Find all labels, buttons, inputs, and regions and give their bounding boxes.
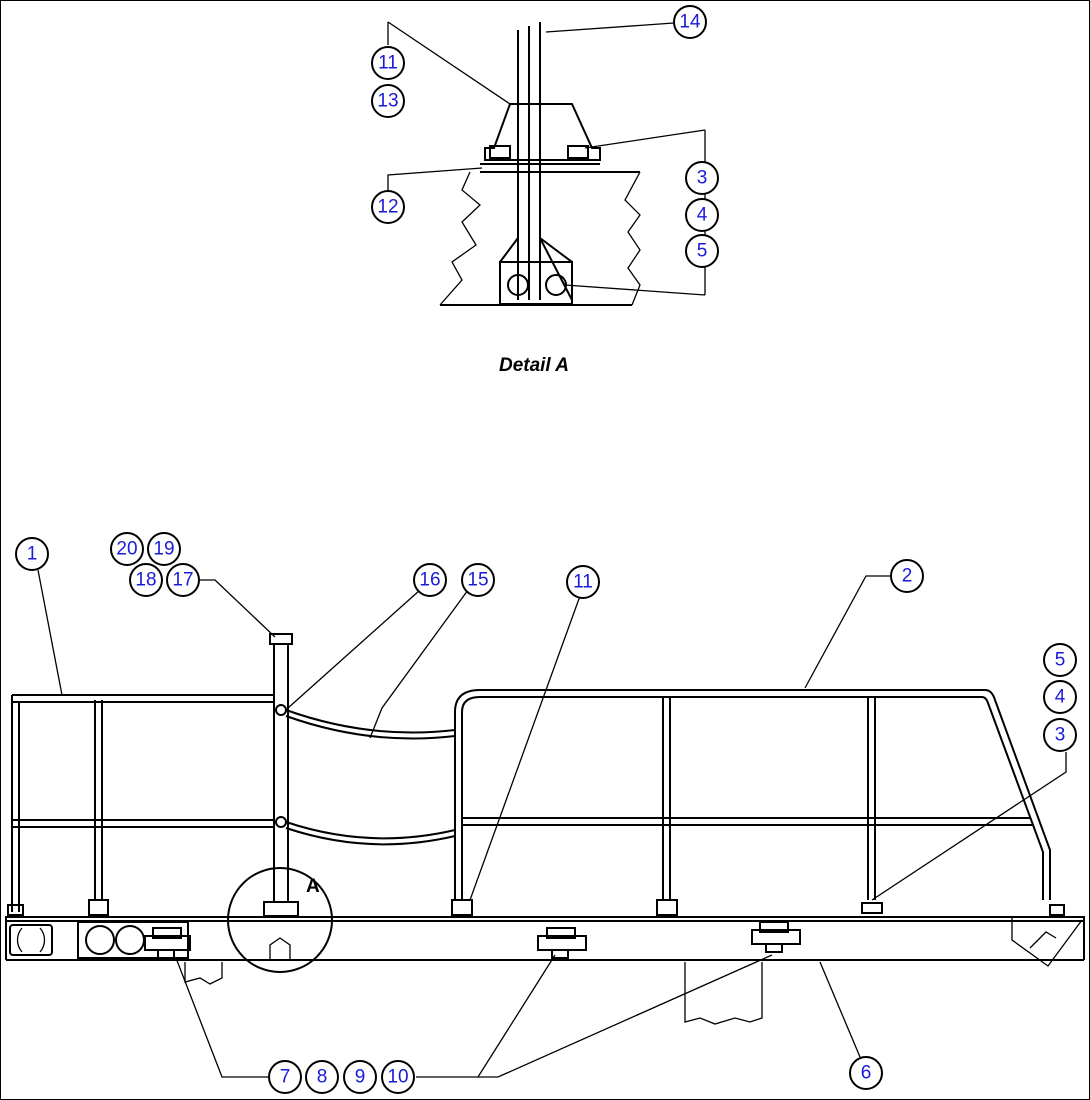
detail-a-view xyxy=(439,22,641,306)
callout-17: 17 xyxy=(166,563,200,597)
callout-4-main: 4 xyxy=(1043,680,1077,714)
callout-3-detail: 3 xyxy=(685,161,719,195)
svg-text:6: 6 xyxy=(861,1063,872,1084)
svg-text:1: 1 xyxy=(27,544,38,565)
svg-text:17: 17 xyxy=(172,570,193,591)
clamp-bolt-left xyxy=(144,927,191,959)
callout-13: 13 xyxy=(371,84,405,118)
callout-9: 9 xyxy=(343,1060,377,1094)
left-handrail xyxy=(7,694,275,916)
callout-11-main: 11 xyxy=(566,565,600,599)
callout-6: 6 xyxy=(849,1056,883,1090)
callout-5-detail: 5 xyxy=(685,234,719,268)
svg-text:5: 5 xyxy=(697,241,708,262)
svg-text:18: 18 xyxy=(135,570,156,591)
callout-4-detail: 4 xyxy=(685,198,719,232)
detail-a-circle xyxy=(227,867,333,973)
callout-8: 8 xyxy=(305,1060,339,1094)
svg-text:3: 3 xyxy=(1055,725,1066,746)
detail-a-marker: A xyxy=(306,876,320,897)
callout-19: 19 xyxy=(147,532,181,566)
svg-text:8: 8 xyxy=(317,1067,328,1088)
svg-text:10: 10 xyxy=(387,1067,408,1088)
svg-text:12: 12 xyxy=(377,197,398,218)
callout-7: 7 xyxy=(268,1060,302,1094)
right-handrail xyxy=(451,689,1065,916)
svg-text:4: 4 xyxy=(1055,687,1066,708)
svg-text:9: 9 xyxy=(355,1067,366,1088)
svg-text:11: 11 xyxy=(573,572,593,593)
svg-text:3: 3 xyxy=(697,168,708,189)
callout-20: 20 xyxy=(110,532,144,566)
svg-text:11: 11 xyxy=(378,53,398,74)
svg-text:19: 19 xyxy=(153,539,174,560)
callout-14: 14 xyxy=(673,5,707,39)
clamp-bolt-right xyxy=(751,921,801,953)
callout-2: 2 xyxy=(890,559,924,593)
main-assembly: A xyxy=(5,633,1085,1025)
callout-16: 16 xyxy=(413,563,447,597)
svg-text:7: 7 xyxy=(280,1067,291,1088)
safety-chains xyxy=(285,709,456,846)
callout-15: 15 xyxy=(461,563,495,597)
svg-text:16: 16 xyxy=(419,570,440,591)
svg-text:4: 4 xyxy=(697,205,708,226)
callout-11-detail: 11 xyxy=(371,46,405,80)
svg-text:20: 20 xyxy=(116,539,137,560)
callout-12: 12 xyxy=(371,190,405,224)
callout-1: 1 xyxy=(15,537,49,571)
callout-18: 18 xyxy=(129,563,163,597)
svg-text:13: 13 xyxy=(377,91,398,112)
svg-text:2: 2 xyxy=(902,566,913,587)
svg-text:15: 15 xyxy=(467,570,488,591)
detail-a-leaders xyxy=(387,21,706,296)
callout-10: 10 xyxy=(381,1060,415,1094)
detail-caption: Detail A xyxy=(499,355,569,376)
svg-text:5: 5 xyxy=(1055,650,1066,671)
main-leaders xyxy=(37,569,1067,1078)
svg-text:14: 14 xyxy=(679,12,701,33)
callout-5-main: 5 xyxy=(1043,643,1077,677)
clamp-bolt-center xyxy=(537,927,587,959)
center-post xyxy=(263,633,299,917)
callout-3-main: 3 xyxy=(1043,718,1077,752)
